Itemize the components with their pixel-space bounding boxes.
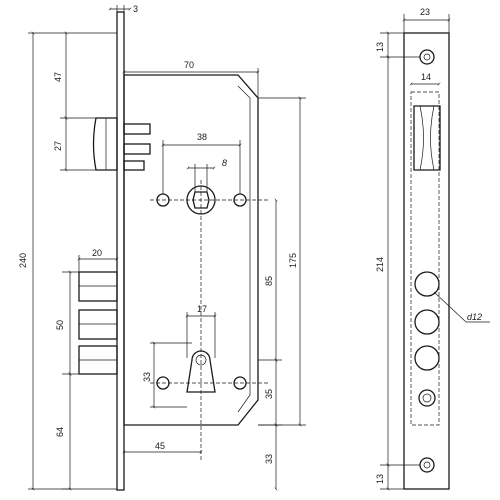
lock-side-view: 3 240 47 27 70 38 8 20 50 17 33 64 45 85… [18, 4, 306, 491]
front-plate [116, 11, 125, 491]
latch-opening [413, 105, 441, 171]
dimension-lines-left [28, 5, 306, 491]
euro-cylinder-cutout [156, 350, 247, 393]
dim-plate-thickness: 3 [133, 4, 138, 14]
dim-cylinder-width: 17 [197, 304, 207, 314]
bolt-hole-2 [414, 309, 440, 335]
dim-cylinder-to-bottom: 175 [288, 253, 298, 268]
dim-bottom-offset: 64 [55, 427, 65, 437]
bolt-hole-3 [414, 345, 440, 371]
dim-bolt-width: 20 [92, 248, 102, 258]
dim-backset: 70 [184, 60, 194, 70]
dim-faceplate-width: 23 [420, 7, 430, 17]
dim-latch-top-offset: 47 [53, 72, 63, 82]
middle-screw-hole [418, 389, 436, 407]
faceplate-outline [403, 32, 450, 490]
dim-screw-offset-top: 13 [375, 42, 385, 52]
top-screw-hole [419, 49, 435, 65]
faceplate-front-view: 23 14 13 214 13 d12 [375, 7, 490, 491]
dim-cylinder-to-base: 35 [264, 389, 274, 399]
lock-body-outline [123, 74, 259, 426]
dead-bolts [78, 271, 118, 375]
center-lines [150, 180, 268, 460]
dim-cylinder-backset: 45 [155, 441, 165, 451]
dim-hole-diameter: d12 [467, 312, 482, 322]
dim-base-offset: 33 [264, 454, 274, 464]
faceplate-slot [410, 91, 440, 426]
dim-slot-width: 14 [421, 72, 431, 82]
latch-bolt [92, 117, 151, 171]
dim-screw-offset-bottom: 13 [375, 474, 385, 484]
dim-latch-height: 27 [53, 141, 63, 151]
dim-center-distance: 85 [264, 276, 274, 286]
dimension-lines-right [380, 14, 490, 491]
dim-follower-square: 8 [222, 158, 227, 168]
lock-body-inner-edge [237, 85, 251, 413]
dim-follower-spacing: 38 [197, 132, 207, 142]
dim-overall-height: 240 [18, 253, 28, 268]
dim-bolt-spacing: 50 [55, 320, 65, 330]
bolt-hole-1 [414, 271, 440, 297]
bottom-screw-hole [419, 457, 435, 473]
dim-faceplate-height: 214 [375, 257, 385, 272]
dim-cylinder-height: 33 [142, 372, 152, 382]
